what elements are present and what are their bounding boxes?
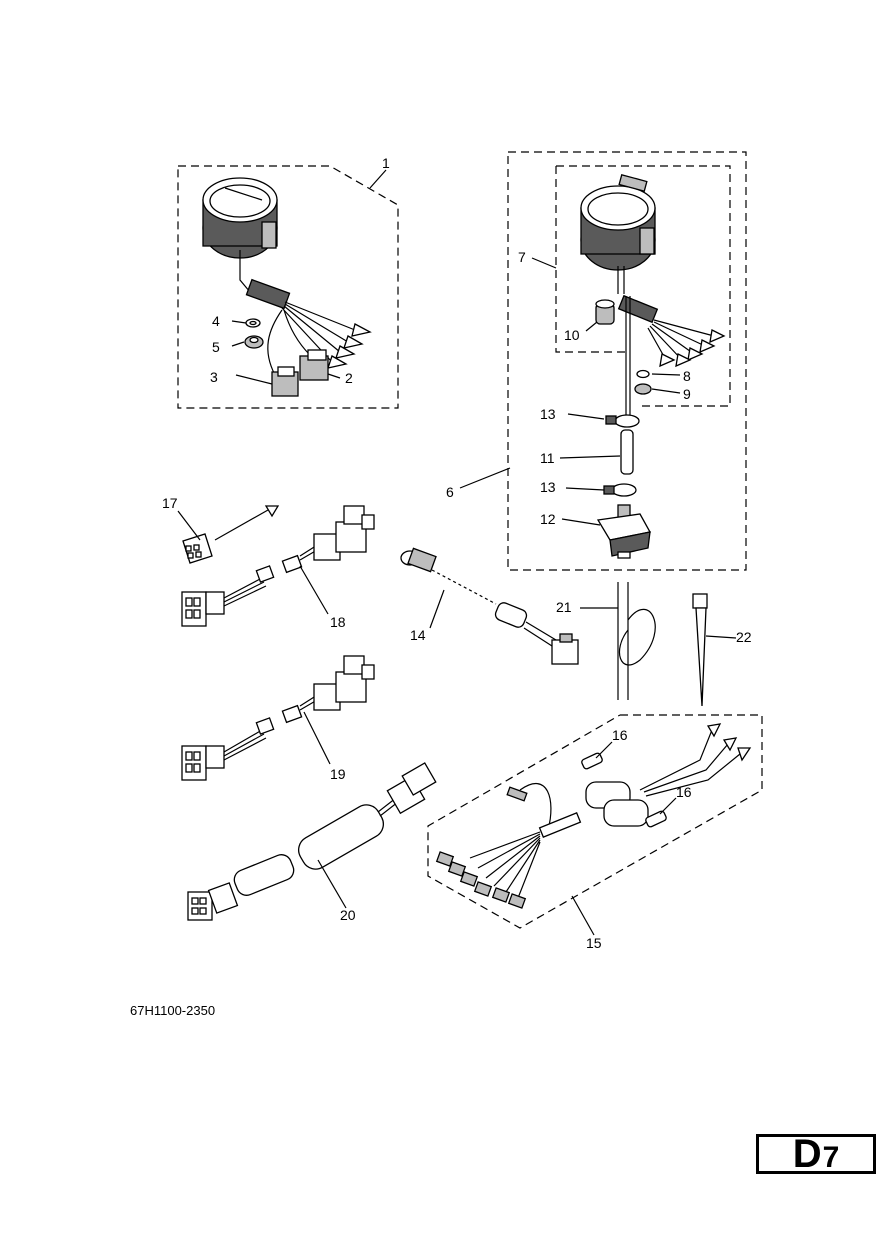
callout-1: 1 [382, 155, 390, 171]
callout-5: 5 [212, 339, 220, 355]
gauge-1 [202, 177, 372, 376]
harness-18 [181, 505, 375, 627]
connector-3 [271, 366, 299, 397]
harness-20 [187, 762, 437, 921]
nut-9 [634, 383, 652, 395]
callout-16-lower: 16 [676, 784, 692, 800]
callout-13-upper: 13 [540, 406, 556, 422]
callout-20: 20 [340, 907, 356, 923]
page-number: 7 [822, 1141, 840, 1174]
nut-5 [244, 335, 264, 349]
connector-17 [182, 505, 280, 564]
sleeve-16-lower [645, 810, 667, 828]
group-7-box [555, 165, 731, 407]
washer-4 [245, 318, 261, 328]
callout-4: 4 [212, 313, 220, 329]
group-6-box [507, 151, 747, 571]
callout-8: 8 [683, 368, 691, 384]
page-badge: D 7 [756, 1134, 876, 1174]
callout-18: 18 [330, 614, 346, 630]
callout-labels: 1 2 3 4 5 6 7 8 9 10 11 13 13 12 17 18 1… [162, 155, 752, 951]
drawing-code: 67H1100-2350 [130, 1003, 216, 1018]
callout-19: 19 [330, 766, 346, 782]
cable-tie-22 [692, 593, 708, 707]
clamp-13-lower [603, 483, 637, 497]
callout-7: 7 [518, 249, 526, 265]
connector-2 [299, 349, 329, 381]
clamp-13-upper [605, 414, 640, 428]
callout-3: 3 [210, 369, 218, 385]
hose-21 [617, 582, 656, 700]
callout-10: 10 [564, 327, 580, 343]
gauge-7 [580, 174, 726, 368]
callout-22: 22 [736, 629, 752, 645]
harness-15 [435, 723, 752, 909]
washer-8 [636, 369, 650, 379]
callout-15: 15 [586, 935, 602, 951]
page-letter: D [792, 1132, 822, 1176]
callout-9: 9 [683, 386, 691, 402]
group-1-box [177, 165, 399, 409]
callout-11: 11 [540, 450, 555, 466]
callout-12: 12 [540, 511, 556, 527]
cap-10 [595, 299, 615, 325]
callout-16-upper: 16 [612, 727, 628, 743]
callout-13-lower: 13 [540, 479, 556, 495]
pickup-12 [596, 504, 652, 559]
harness-19 [181, 655, 375, 781]
callout-21: 21 [556, 599, 572, 615]
sensor-14 [400, 547, 579, 665]
group-15-box [427, 714, 763, 929]
tube-11 [620, 429, 634, 475]
callout-17: 17 [162, 495, 178, 511]
callout-14: 14 [410, 627, 426, 643]
leader-lines [177, 169, 737, 936]
callout-2: 2 [345, 370, 353, 386]
callout-6: 6 [446, 484, 454, 500]
